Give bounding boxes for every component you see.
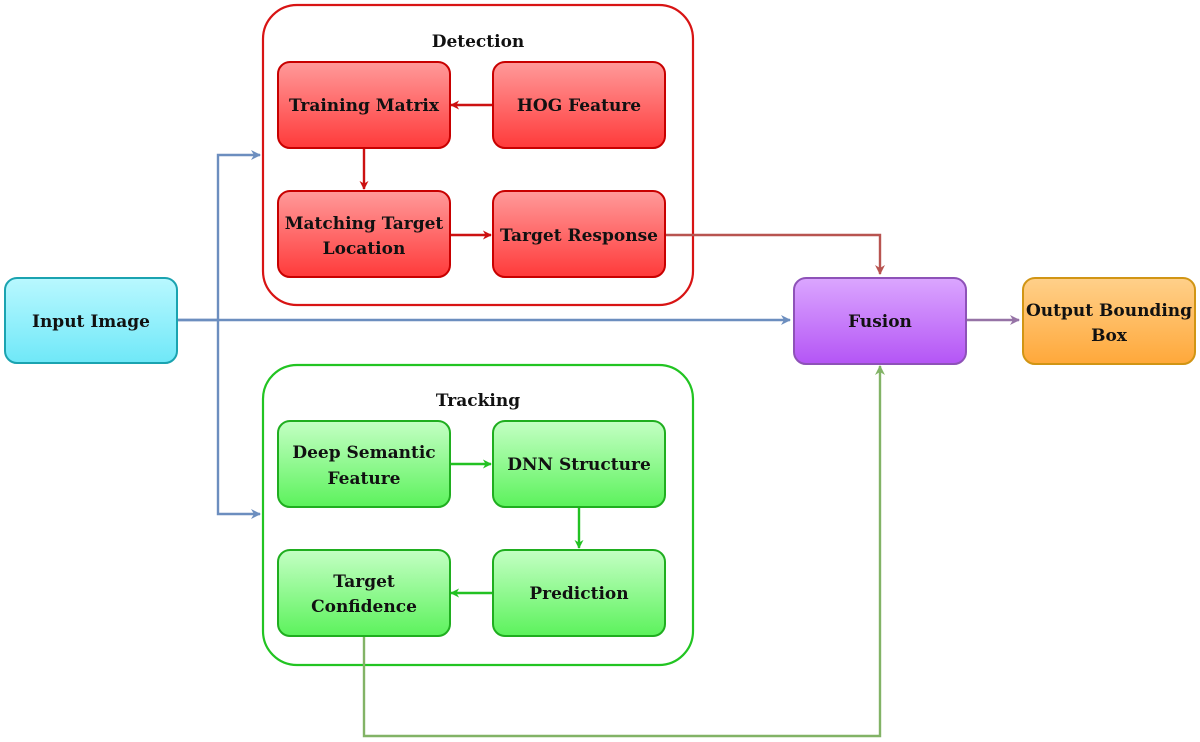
node-dnn-structure: DNN Structure xyxy=(492,420,666,508)
node-label-line-1: Deep Semantic xyxy=(292,443,435,463)
node-input-image: Input Image xyxy=(4,277,178,364)
tracking-group-title: Tracking xyxy=(436,391,520,411)
arrow-response-to-fusion xyxy=(665,233,885,275)
node-label: Training Matrix xyxy=(289,96,440,116)
detection-group-title: Detection xyxy=(432,32,525,52)
node-label-line-1: Target xyxy=(333,572,395,592)
node-label-line-2: Location xyxy=(323,239,406,259)
node-label-line-2: Box xyxy=(1091,326,1128,346)
node-label: HOG Feature xyxy=(517,96,641,116)
arrow-confidence-to-fusion xyxy=(362,365,885,738)
node-output-bounding-box: Output Bounding Box xyxy=(1022,277,1196,365)
node-prediction: Prediction xyxy=(492,549,666,637)
arrow-input-to-tracking xyxy=(216,320,261,519)
node-label: DNN Structure xyxy=(507,455,651,475)
node-hog-feature: HOG Feature xyxy=(492,61,666,149)
node-target-response: Target Response xyxy=(492,190,666,278)
node-deep-semantic-feature: Deep Semantic Feature xyxy=(277,420,451,508)
node-fusion: Fusion xyxy=(793,277,967,365)
node-training-matrix: Training Matrix xyxy=(277,61,451,149)
node-matching-target-location: Matching Target Location xyxy=(277,190,451,278)
node-label: Fusion xyxy=(848,312,912,332)
node-label: Prediction xyxy=(529,584,628,604)
node-label-line-2: Confidence xyxy=(311,597,417,617)
node-label-line-2: Feature xyxy=(328,469,401,489)
arrow-input-to-detection xyxy=(177,150,261,322)
node-label: Input Image xyxy=(32,312,150,332)
node-label-line-1: Matching Target xyxy=(285,214,444,234)
node-label: Target Response xyxy=(500,226,658,246)
node-target-confidence: Target Confidence xyxy=(277,549,451,637)
node-label-line-1: Output Bounding xyxy=(1026,301,1192,321)
